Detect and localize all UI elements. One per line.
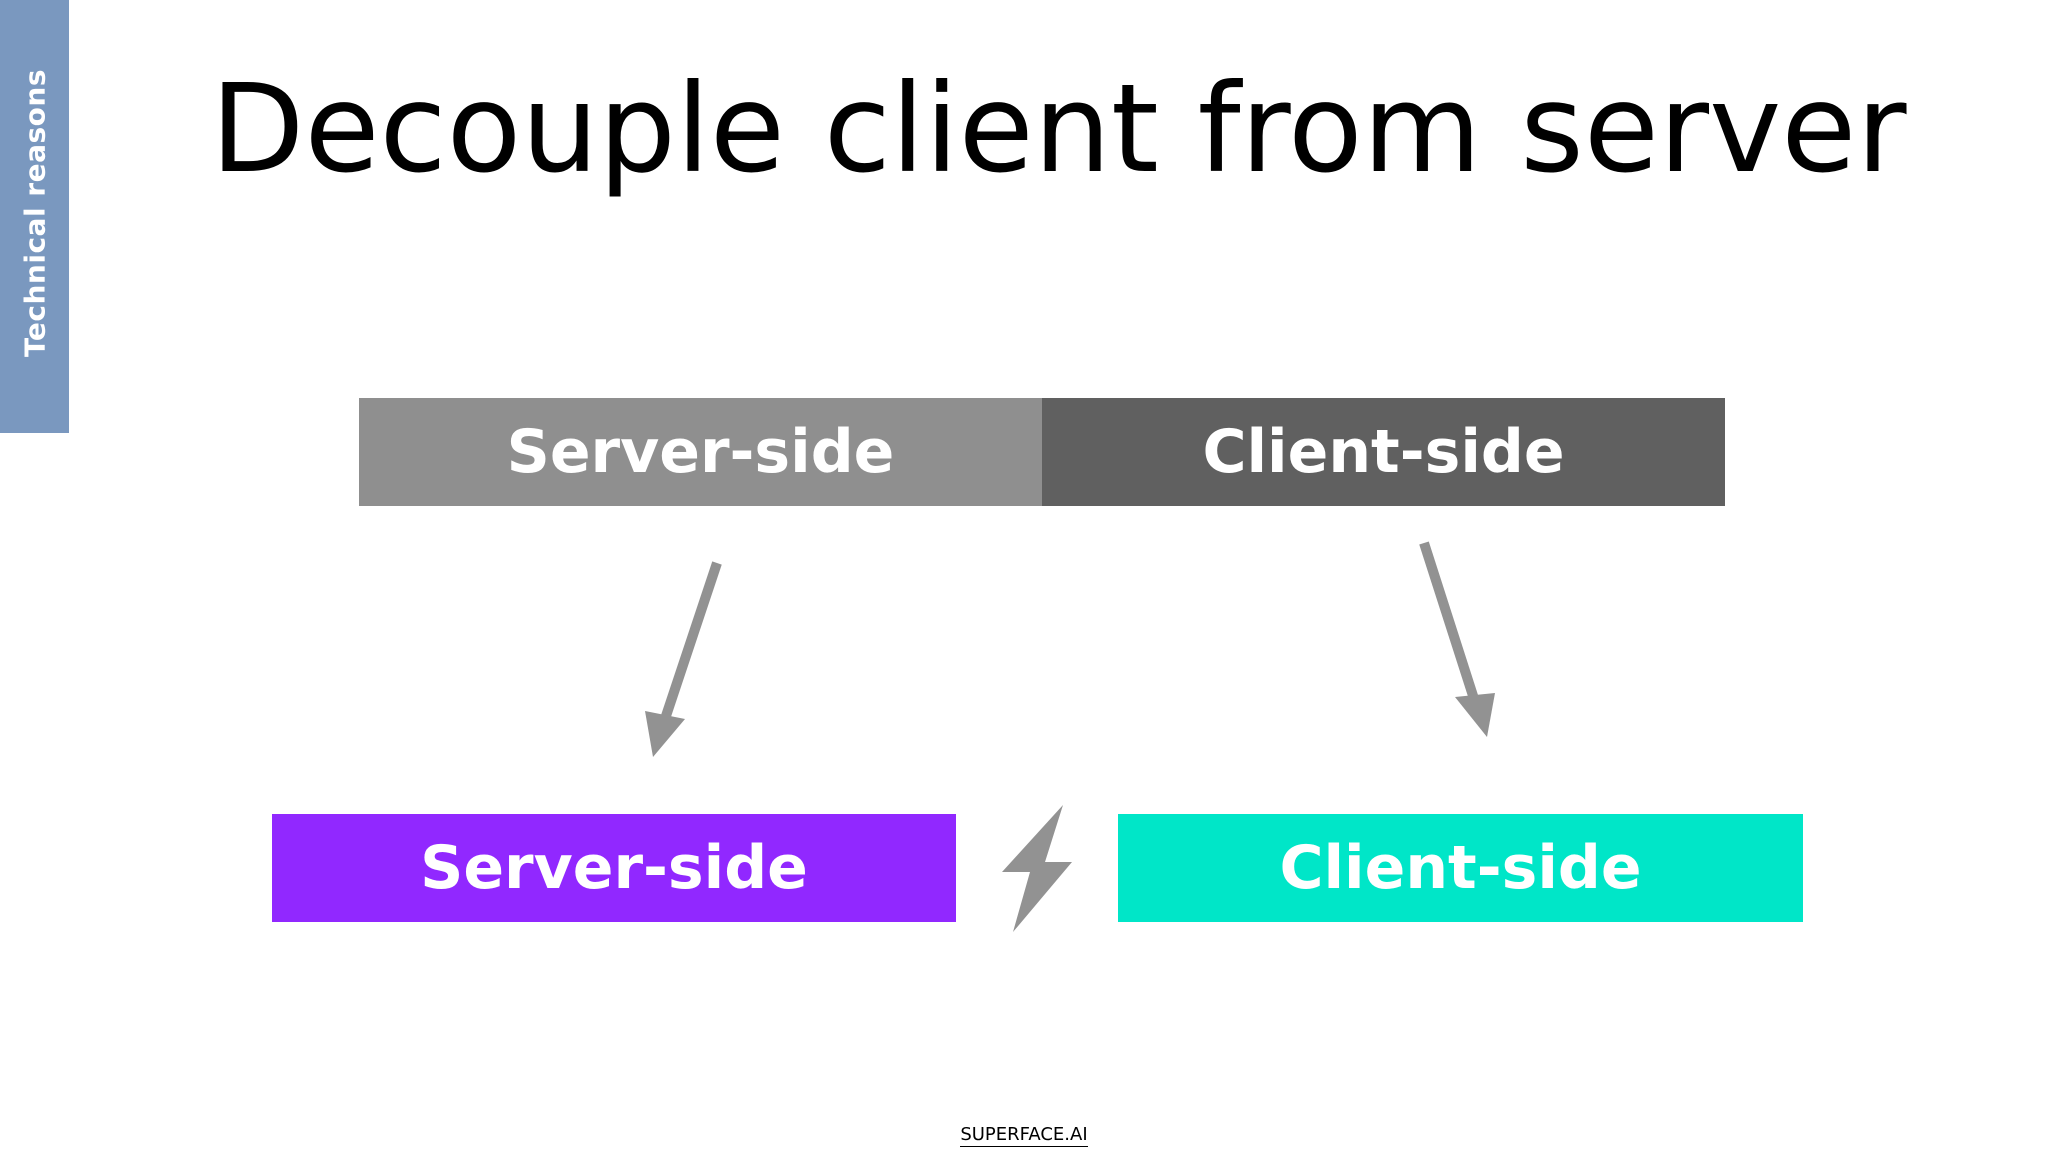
- arrow-down-right-icon: [1419, 541, 1495, 737]
- footer: SUPERFACE.AI: [0, 1124, 2048, 1147]
- bottom-client-side-block: Client-side: [1118, 814, 1803, 922]
- section-tab-label: Technical reasons: [18, 69, 52, 357]
- bottom-server-side-block: Server-side: [272, 814, 956, 922]
- top-client-side-block: Client-side: [1042, 398, 1725, 506]
- top-server-side-block: Server-side: [359, 398, 1042, 506]
- arrow-down-left-icon: [645, 561, 722, 757]
- bottom-client-side-label: Client-side: [1279, 833, 1642, 903]
- lightning-bolt-icon: [1002, 805, 1072, 932]
- bottom-server-side-label: Server-side: [420, 833, 808, 903]
- slide-title: Decouple client from server: [210, 58, 1907, 200]
- top-client-side-label: Client-side: [1202, 417, 1565, 487]
- top-server-side-label: Server-side: [506, 417, 895, 487]
- footer-brand-link[interactable]: SUPERFACE.AI: [960, 1124, 1088, 1147]
- section-tab: Technical reasons: [0, 0, 69, 433]
